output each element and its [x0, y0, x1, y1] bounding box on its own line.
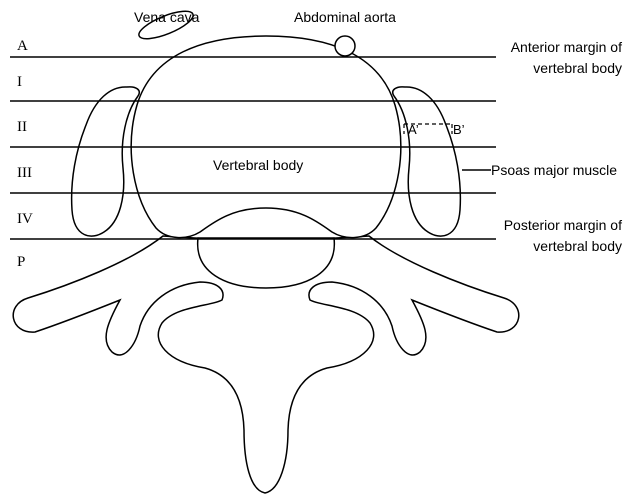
- posterior-margin-label-2: vertebral body: [533, 238, 622, 254]
- psoas-right: [393, 87, 461, 236]
- b-prime-label: B’: [453, 122, 465, 137]
- anterior-margin-label-1: Anterior margin of: [511, 39, 622, 55]
- psoas-left: [72, 87, 140, 236]
- abdominal-aorta-label: Abdominal aorta: [294, 9, 396, 25]
- zone-label-ii: II: [17, 119, 27, 135]
- zone-label-iii: III: [17, 165, 32, 181]
- a-prime-label: A’: [408, 122, 419, 137]
- zone-label-a: A: [17, 38, 28, 54]
- vena-cava-label: Vena cava: [134, 9, 200, 25]
- abdominal-aorta-shape: [335, 36, 355, 56]
- psoas-major-label: Psoas major muscle: [491, 162, 617, 178]
- posterior-margin-label-1: Posterior margin of: [504, 217, 622, 233]
- vertebral-body-label: Vertebral body: [213, 157, 303, 173]
- zone-label-i: I: [17, 74, 22, 90]
- zone-label-iv: IV: [17, 211, 33, 227]
- vertebral-body-outline: [131, 36, 401, 238]
- anterior-margin-label-2: vertebral body: [533, 60, 622, 76]
- zone-label-p: P: [17, 254, 25, 270]
